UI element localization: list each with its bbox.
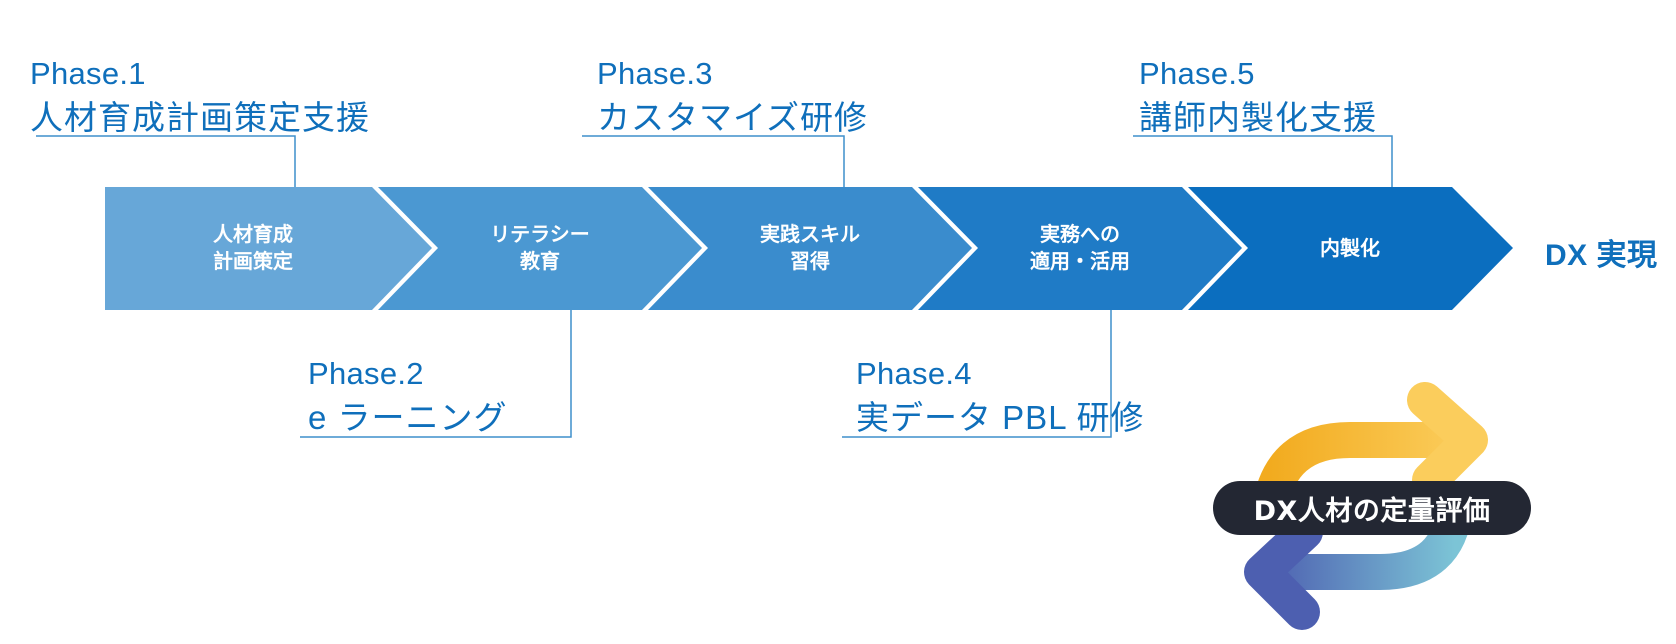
chevron-segment-2 [378, 187, 702, 310]
phase-2-title: e ラーニング [308, 399, 508, 436]
evaluation-badge: DX人材の定量評価 [1213, 481, 1531, 535]
chevron-segment-3 [648, 187, 972, 310]
chevron-segment-1 [105, 187, 432, 310]
phase-2-number: Phase.2 [308, 356, 424, 391]
connector-phase-2 [300, 310, 572, 438]
phase-4-title: 実データ PBL 研修 [856, 399, 1145, 436]
segment-1-label: 人材育成 計画策定 [213, 222, 293, 273]
chevron-segment-5 [1188, 187, 1513, 310]
phase-5-title: 講師内製化支援 [1139, 99, 1377, 136]
phase-4-label: Phase.4 実データ PBL 研修 [856, 358, 1145, 434]
chevron-segment-4 [918, 187, 1242, 310]
segment-2-label: リテラシー 教育 [490, 222, 590, 273]
phase-4-number: Phase.4 [856, 356, 972, 391]
phase-5-label: Phase.5 講師内製化支援 [1139, 58, 1377, 134]
connector-phase-4 [842, 310, 1112, 438]
connector-phase-5 [1133, 135, 1393, 187]
segment-5-label: 内製化 [1320, 236, 1380, 260]
phase-3-label: Phase.3 カスタマイズ研修 [597, 58, 868, 134]
phase-3-title: カスタマイズ研修 [597, 99, 869, 136]
phase-1-label: Phase.1 人材育成計画策定支援 [30, 58, 370, 134]
phase-1-number: Phase.1 [30, 56, 146, 91]
segment-4-label: 実務への 適用・活用 [1030, 222, 1130, 273]
phase-3-number: Phase.3 [597, 56, 713, 91]
connector-phase-3 [582, 135, 845, 187]
phase-5-number: Phase.5 [1139, 56, 1255, 91]
goal-label: DX 実現 [1545, 239, 1658, 272]
segment-3-label: 実践スキル 習得 [760, 222, 860, 273]
phase-1-title: 人材育成計画策定支援 [30, 99, 370, 136]
connector-phase-1 [36, 135, 296, 187]
phase-2-label: Phase.2 e ラーニング [308, 358, 508, 434]
